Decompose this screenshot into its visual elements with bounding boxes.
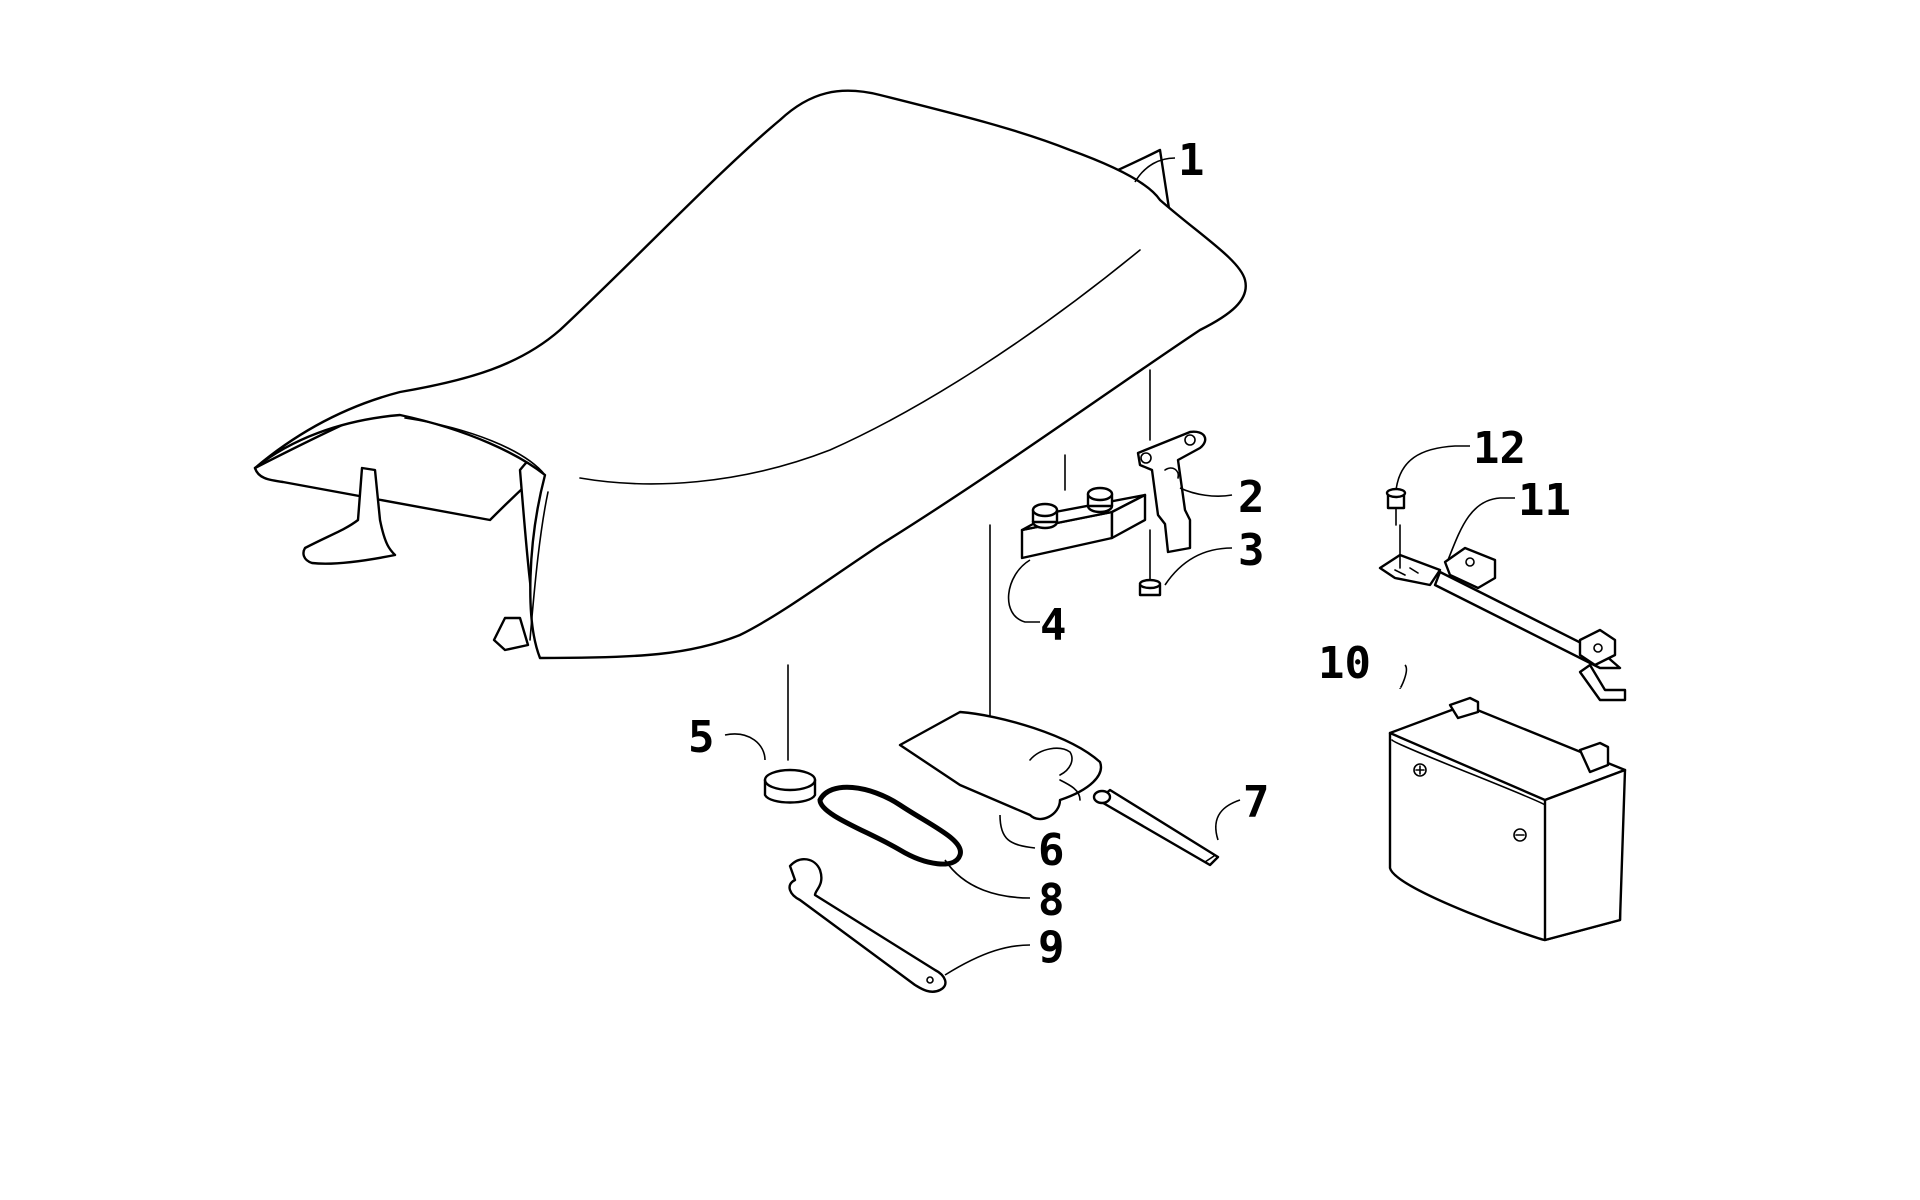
callout-11: 11: [1518, 475, 1571, 526]
callout-labels: 1 2 3 4 5 6 7 8 9 10 11 12: [688, 135, 1571, 973]
leader-4: [1007, 559, 1040, 623]
leader-11: [1447, 497, 1515, 561]
callout-9: 9: [1038, 922, 1065, 973]
callout-6: 6: [1038, 825, 1065, 876]
part-bumper: [763, 664, 817, 804]
callout-4: 4: [1040, 600, 1067, 651]
leader-1: [1134, 157, 1176, 183]
part-bolt: [1385, 487, 1407, 569]
part-spanner: [788, 858, 947, 993]
callout-5: 5: [688, 712, 715, 763]
part-battery: [1388, 696, 1627, 942]
callout-3: 3: [1238, 525, 1265, 576]
part-cover: [898, 524, 1103, 821]
leader-6: [999, 814, 1036, 849]
part-strap: [1378, 546, 1627, 702]
leader-5: [724, 733, 766, 761]
callout-10: 10: [1318, 638, 1371, 689]
part-nut: [1138, 529, 1162, 597]
leader-7: [1215, 799, 1241, 841]
part-cushion-block: [1020, 454, 1147, 560]
part-pin: [1092, 788, 1220, 867]
part-seat: [253, 89, 1247, 660]
callout-1: 1: [1178, 135, 1205, 186]
leader-9: [944, 944, 1031, 976]
leader-3: [1164, 547, 1233, 586]
callout-2: 2: [1238, 472, 1265, 523]
callout-8: 8: [1038, 875, 1065, 926]
leader-8: [944, 859, 1031, 899]
callout-7: 7: [1243, 777, 1270, 828]
leader-lines: [724, 157, 1515, 976]
leader-12: [1395, 445, 1470, 491]
part-latch: [1136, 369, 1207, 554]
leader-2: [1179, 487, 1233, 497]
part-o-ring: [817, 784, 963, 867]
callout-12: 12: [1473, 423, 1526, 474]
leader-10: [1399, 664, 1408, 689]
